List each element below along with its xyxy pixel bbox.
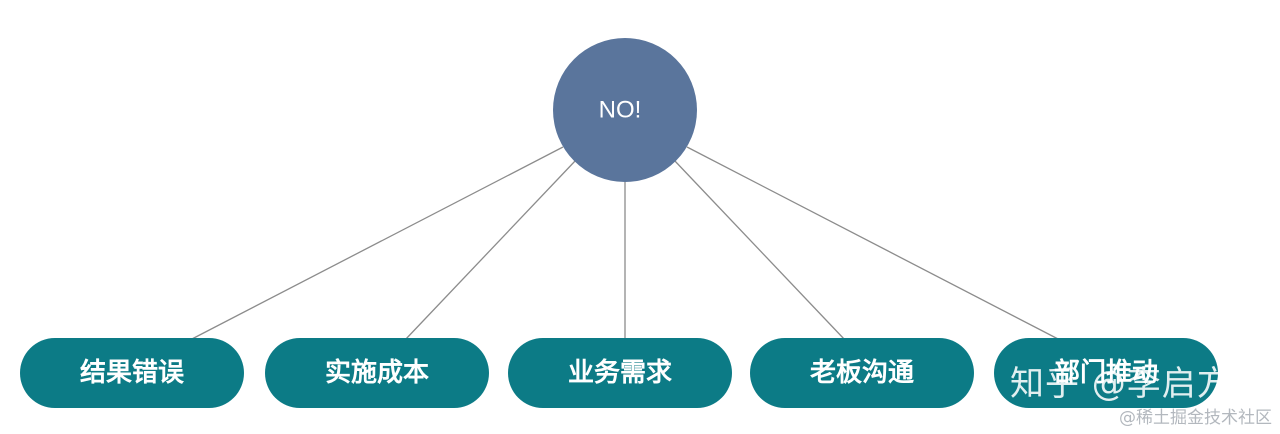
- leaf-node-5: 部门推动: [994, 338, 1218, 408]
- leaf-label-5: 部门推动: [1054, 358, 1158, 388]
- root-node: NO!: [553, 38, 697, 182]
- leaf-node-3: 业务需求: [508, 338, 732, 408]
- juejin-watermark: @稀土掘金技术社区: [1119, 408, 1272, 428]
- zhihu-watermark: 知乎 @李启方: [1010, 364, 1232, 404]
- connector-lines: [189, 146, 1061, 341]
- leaf-label-4: 老板沟通: [810, 358, 914, 388]
- leaf-pill-2: [265, 338, 489, 408]
- leaf-pill-4: [750, 338, 974, 408]
- connector-line-2: [404, 159, 577, 341]
- leaf-node-2: 实施成本: [265, 338, 489, 408]
- leaf-label-3: 业务需求: [568, 358, 672, 388]
- leaf-pill-1: [20, 338, 244, 408]
- connector-line-1: [189, 146, 564, 341]
- leaf-pill-3: [508, 338, 732, 408]
- root-circle: [553, 38, 697, 182]
- leaf-pill-5: [994, 338, 1218, 408]
- leaf-label-1: 结果错误: [80, 358, 185, 388]
- leaf-node-4: 老板沟通: [750, 338, 974, 408]
- connector-line-4: [673, 159, 846, 341]
- leaf-node-1: 结果错误: [20, 338, 244, 408]
- root-label: NO!: [599, 97, 642, 124]
- leaf-label-2: 实施成本: [325, 357, 429, 388]
- connector-line-5: [686, 146, 1061, 341]
